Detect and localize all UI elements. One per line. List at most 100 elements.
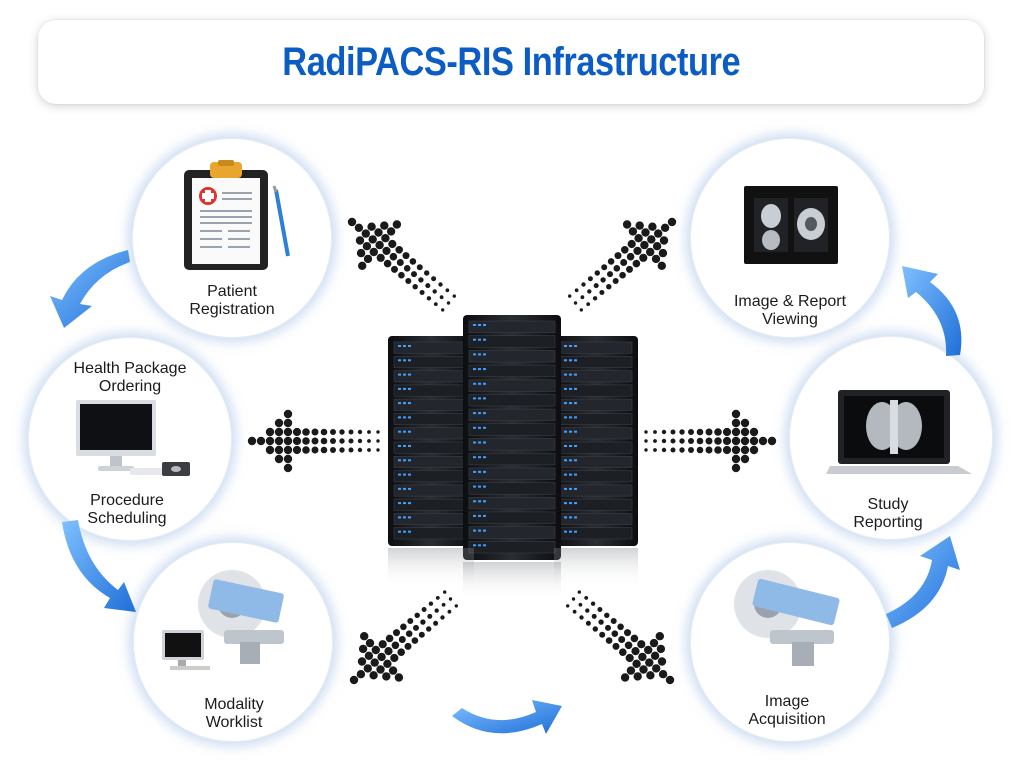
dot — [367, 448, 371, 452]
dot — [679, 447, 685, 453]
rack-led — [574, 530, 577, 533]
dot — [653, 439, 657, 443]
dot — [731, 409, 741, 419]
rack-led — [483, 470, 486, 473]
dot — [357, 657, 367, 666]
rack-unit — [468, 335, 556, 348]
dot — [749, 445, 759, 455]
rack-led — [398, 459, 401, 462]
dot — [292, 445, 302, 455]
rack-led — [408, 373, 411, 376]
dot — [632, 259, 641, 268]
dot — [722, 427, 732, 437]
rack-led — [478, 485, 481, 488]
rack-unit — [468, 379, 556, 392]
dot — [428, 601, 434, 606]
dot — [632, 659, 641, 668]
dot — [594, 270, 600, 276]
dot — [607, 271, 613, 278]
dot — [644, 448, 648, 452]
rack-led — [473, 324, 476, 326]
dot — [645, 658, 654, 667]
rack-led — [473, 426, 476, 429]
rack-led — [569, 502, 572, 505]
dot — [714, 437, 722, 445]
dot — [426, 626, 432, 632]
dot — [579, 308, 583, 312]
dot — [624, 629, 631, 637]
dot — [355, 236, 365, 245]
rack-led — [478, 441, 481, 444]
rack-unit — [559, 427, 633, 440]
dot — [731, 454, 741, 464]
dot — [593, 283, 599, 289]
rack-led — [483, 338, 486, 341]
dot — [371, 645, 380, 655]
rack-unit — [559, 527, 633, 540]
rack-unit — [468, 350, 556, 363]
rack-led — [483, 485, 486, 488]
dot — [378, 640, 387, 649]
dot — [349, 675, 359, 685]
dot — [426, 296, 432, 301]
rack-unit — [393, 341, 469, 354]
dot — [688, 438, 694, 444]
dot — [369, 247, 378, 257]
dot — [441, 308, 445, 312]
dotted-arrow-icon — [566, 590, 675, 685]
desktop-computer-icon — [76, 400, 190, 476]
dot — [283, 418, 293, 428]
rack-led — [564, 373, 567, 376]
rack-led — [408, 402, 411, 405]
rack-led — [564, 473, 567, 476]
rack-led — [403, 345, 406, 347]
rack-led — [398, 416, 401, 419]
rack-led — [398, 445, 401, 447]
rack-led — [569, 373, 572, 376]
rack-led — [408, 502, 411, 505]
rack-unit — [393, 355, 469, 368]
rack-led — [403, 416, 406, 419]
label-image-acquisition: Image Acquisition — [748, 693, 826, 728]
rack-led — [408, 345, 411, 347]
dot — [265, 427, 275, 437]
rack-led — [478, 514, 481, 517]
rack-led — [408, 487, 411, 490]
dot — [624, 641, 633, 650]
rack-led — [564, 359, 567, 362]
dot — [427, 613, 433, 619]
rack-led — [574, 345, 577, 347]
dot — [652, 242, 662, 251]
rack-led — [574, 516, 577, 519]
rack-unit — [393, 413, 469, 425]
rack-led — [403, 359, 406, 362]
dot — [584, 596, 589, 600]
dot — [653, 430, 657, 434]
rack-led — [473, 514, 476, 517]
ct-scanner-icon — [162, 570, 284, 670]
rack-unit — [393, 398, 469, 411]
dot — [740, 445, 750, 455]
rack-led — [564, 459, 567, 462]
dot — [573, 301, 578, 305]
rack-led — [408, 359, 411, 362]
label-modality-worklist: Modality Worklist — [204, 696, 264, 731]
dot — [383, 659, 392, 668]
ct-scanner-icon — [734, 570, 840, 666]
dot — [587, 276, 593, 282]
dot — [647, 235, 656, 244]
dot — [655, 632, 664, 641]
dot — [283, 454, 293, 464]
dot — [654, 229, 663, 238]
dot — [376, 448, 380, 452]
dot — [274, 454, 284, 464]
rack-unit — [468, 511, 556, 524]
rack-unit — [468, 540, 556, 554]
dot — [714, 428, 722, 436]
dot — [688, 447, 694, 453]
rack-led — [574, 459, 577, 462]
rack-led — [398, 373, 401, 376]
dot — [661, 438, 667, 444]
rack-unit — [468, 467, 556, 480]
rack-led — [398, 530, 401, 533]
